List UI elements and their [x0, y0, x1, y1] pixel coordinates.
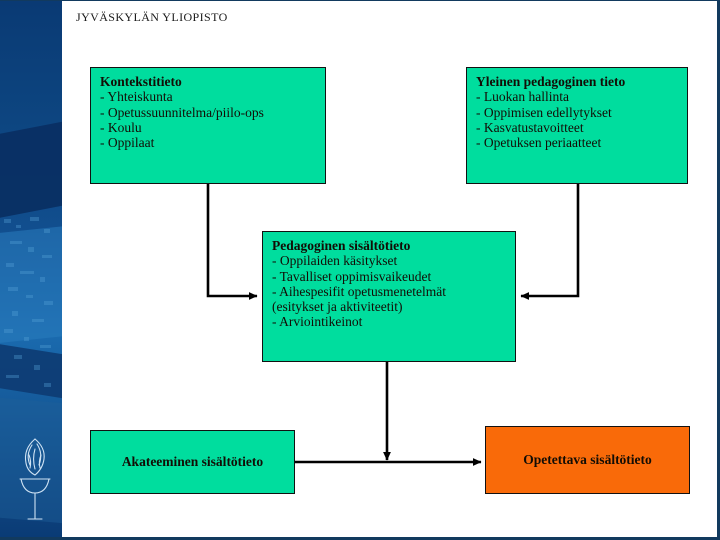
sidebar-white-edge	[62, 1, 67, 537]
node-yleinen-pedagoginen-tieto-item-2: - Oppimisen edellytykset	[476, 104, 612, 120]
node-kontekstitieto-item-2: - Opetussuunnitelma/piilo-ops	[100, 104, 264, 120]
node-kontekstitieto[interactable]: Kontekstitieto - Yhteiskunta - Opetussuu…	[90, 67, 326, 184]
node-kontekstitieto-item-4: - Oppilaat	[100, 135, 155, 151]
node-pedagoginen-sisaltotieto[interactable]: Pedagoginen sisältötieto - Oppilaiden kä…	[262, 231, 516, 362]
node-yleinen-pedagoginen-tieto-item-4: - Opetuksen periaatteet	[476, 135, 602, 151]
node-yleinen-pedagoginen-tieto[interactable]: Yleinen pedagoginen tieto - Luokan halli…	[466, 67, 688, 184]
node-pedagoginen-sisaltotieto-item-4: (esitykset ja aktiviteetit)	[272, 299, 403, 315]
node-yleinen-pedagoginen-tieto-item-1: - Luokan hallinta	[476, 89, 569, 105]
node-yleinen-pedagoginen-tieto-title: Yleinen pedagoginen tieto	[476, 74, 626, 89]
node-pedagoginen-sisaltotieto-item-5: - Arviointikeinot	[272, 314, 363, 330]
node-akateeminen-sisaltotieto-title: Akateeminen sisältötieto	[121, 453, 264, 469]
node-akateeminen-sisaltotieto[interactable]: Akateeminen sisältötieto	[90, 430, 295, 494]
edge-yleinen-to-pedagoginen	[520, 184, 580, 300]
node-kontekstitieto-item-1: - Yhteiskunta	[100, 89, 173, 105]
node-kontekstitieto-title: Kontekstitieto	[100, 74, 182, 89]
edge-kontekstitieto-to-pedagoginen	[206, 184, 258, 300]
page-title: JYVÄSKYLÄN YLIOPISTO	[76, 10, 228, 24]
node-pedagoginen-sisaltotieto-item-3: - Aihespesifit opetusmenetelmät	[272, 283, 446, 299]
university-branding-sidebar	[0, 1, 62, 537]
node-pedagoginen-sisaltotieto-title: Pedagoginen sisältötieto	[272, 238, 411, 253]
node-pedagoginen-sisaltotieto-item-2: - Tavalliset oppimisvaikeudet	[272, 268, 432, 284]
node-yleinen-pedagoginen-tieto-item-3: - Kasvatustavoitteet	[476, 119, 584, 135]
node-kontekstitieto-item-3: - Koulu	[100, 119, 142, 135]
node-opetettava-sisaltotieto[interactable]: Opetettava sisältötieto	[485, 426, 690, 494]
node-opetettava-sisaltotieto-title: Opetettava sisältötieto	[523, 451, 652, 467]
sidebar-texture-icon	[4, 217, 53, 387]
node-pedagoginen-sisaltotieto-item-1: - Oppilaiden käsitykset	[272, 253, 398, 269]
torch-logo-icon	[19, 438, 51, 520]
